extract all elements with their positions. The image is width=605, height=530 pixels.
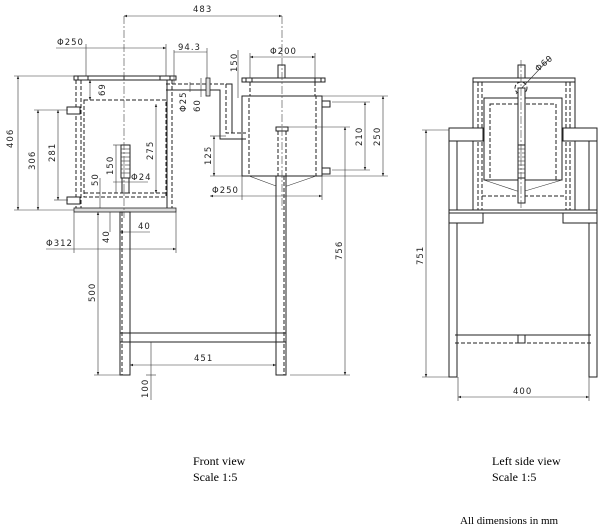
left-tank bbox=[66, 75, 177, 213]
dim-483: 483 bbox=[193, 5, 212, 15]
units-note: All dimensions in mm bbox=[460, 515, 559, 527]
dim-150-spring: 150 bbox=[106, 156, 116, 175]
dim-210: 210 bbox=[355, 127, 365, 146]
dim-125: 125 bbox=[204, 146, 214, 165]
side-view-caption: Left side view Scale 1:5 bbox=[492, 453, 561, 485]
dim-right-dia: Φ250 bbox=[212, 186, 239, 196]
front-dimension-labels: 483 Φ250 94.3 Φ200 406 306 281 69 Φ25 60… bbox=[6, 5, 383, 398]
front-view-caption: Front view Scale 1:5 bbox=[193, 453, 245, 485]
dim-150-pipe: 150 bbox=[230, 53, 240, 72]
dim-400: 400 bbox=[513, 387, 532, 397]
dim-306: 306 bbox=[28, 151, 38, 170]
dim-phi24: Φ24 bbox=[131, 173, 152, 183]
dim-40-vertical: 40 bbox=[102, 230, 112, 243]
dim-50: 50 bbox=[91, 173, 101, 186]
dim-100: 100 bbox=[141, 379, 151, 398]
front-stand bbox=[119, 175, 287, 376]
connecting-pipe bbox=[166, 77, 246, 140]
side-view-scale: Scale 1:5 bbox=[492, 470, 537, 484]
dim-69: 69 bbox=[98, 83, 108, 96]
side-view-title: Left side view bbox=[492, 454, 561, 468]
front-view: 483 Φ250 94.3 Φ200 406 306 281 69 Φ25 60… bbox=[6, 5, 388, 400]
dim-281: 281 bbox=[48, 143, 58, 162]
dim-500: 500 bbox=[88, 283, 98, 302]
front-view-scale: Scale 1:5 bbox=[193, 470, 238, 484]
dim-250: 250 bbox=[373, 127, 383, 146]
dim-phi200: Φ200 bbox=[270, 47, 297, 57]
side-view: Φ60 751 400 bbox=[416, 53, 598, 401]
dim-94-3: 94.3 bbox=[178, 43, 201, 53]
dim-phi25: Φ25 bbox=[179, 91, 189, 112]
front-dimensions bbox=[14, 14, 388, 400]
dim-451: 451 bbox=[194, 354, 213, 364]
dim-phi312: Φ312 bbox=[46, 239, 73, 249]
dim-756: 756 bbox=[335, 241, 345, 260]
dim-left-dia: Φ250 bbox=[57, 38, 84, 48]
dim-60: 60 bbox=[193, 99, 203, 112]
front-view-title: Front view bbox=[193, 454, 246, 468]
dim-40-horizontal: 40 bbox=[138, 222, 151, 232]
dim-751: 751 bbox=[416, 246, 426, 265]
side-stand bbox=[448, 127, 598, 378]
dim-phi60: Φ60 bbox=[534, 53, 556, 74]
side-dimensions: Φ60 751 400 bbox=[416, 53, 590, 401]
dim-275: 275 bbox=[146, 141, 156, 160]
dim-406: 406 bbox=[6, 129, 16, 148]
